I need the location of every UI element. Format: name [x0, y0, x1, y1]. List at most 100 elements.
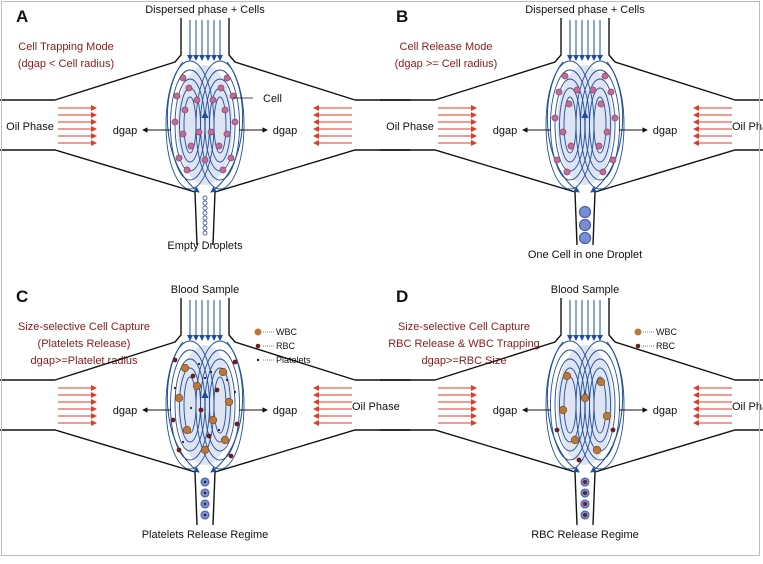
- streamline-outer-left: [546, 61, 580, 193]
- cell: [551, 114, 559, 122]
- streamline-vortex: [200, 69, 240, 181]
- rbc-cell: [176, 447, 182, 453]
- rbc-cell: [170, 417, 176, 423]
- dgap-label-left: dgap: [113, 125, 137, 137]
- mode-text-line: Size-selective Cell Capture: [398, 321, 530, 333]
- cell: [589, 86, 597, 94]
- streamline-vortex: [195, 60, 245, 190]
- cell: [229, 92, 237, 100]
- streamline-vortex: [575, 60, 625, 190]
- wbc-cell: [596, 377, 606, 387]
- oil-phase-label-right: Oil Phase: [352, 401, 400, 413]
- wbc-cell: [562, 371, 572, 381]
- cell: [599, 168, 607, 176]
- cell: [555, 88, 563, 96]
- panel-letter: D: [396, 287, 408, 306]
- cell: [217, 84, 225, 92]
- bottom-label: One Cell in one Droplet: [528, 249, 642, 261]
- streamline-vortex: [589, 367, 611, 443]
- cell: [201, 156, 209, 164]
- channel-wall-lower-left: [0, 429, 198, 526]
- dgap-label-right: dgap: [653, 405, 677, 417]
- channel-wall-lower-left: [0, 149, 198, 246]
- legend-marker-platelets: [256, 358, 260, 362]
- empty-droplet: [202, 195, 208, 201]
- dgap-label-left: dgap: [493, 405, 517, 417]
- panel-letter: B: [396, 7, 408, 26]
- cell: [223, 74, 231, 82]
- streamline-vortex: [213, 96, 227, 154]
- dgap-label-left: dgap: [113, 405, 137, 417]
- cell: [553, 156, 561, 164]
- streamline-outer-right: [210, 341, 244, 473]
- wbc-cell: [592, 445, 602, 455]
- streamline-outer-left: [166, 61, 200, 193]
- cell-droplet: [578, 218, 592, 232]
- legend-label-wbc: WBC: [656, 327, 677, 337]
- mode-text-line: RBC Release & WBC Trapping: [388, 338, 540, 350]
- cell-droplet: [578, 231, 592, 245]
- cell: [207, 128, 215, 136]
- channel-wall-lower-left: [380, 149, 578, 246]
- wbc-cell: [218, 367, 228, 377]
- oil-phase-label-right: Oil Phase: [732, 121, 763, 133]
- wbc-cell: [208, 415, 218, 425]
- platelet: [225, 378, 229, 382]
- cell: [567, 142, 575, 150]
- cell: [609, 156, 617, 164]
- empty-droplet: [202, 210, 208, 216]
- rbc-cell: [190, 373, 196, 379]
- rbc-cell: [576, 457, 582, 463]
- droplet-cargo: [583, 491, 587, 495]
- legend-marker-rbc: [255, 343, 261, 349]
- mode-text-line: (Platelets Release): [38, 338, 131, 350]
- channel-wall-lower-right: [212, 429, 410, 526]
- wbc-cell: [192, 381, 202, 391]
- channel-wall-upper-right: [608, 18, 763, 101]
- streamline-vortex: [580, 349, 620, 461]
- dgap-label-left: dgap: [493, 125, 517, 137]
- cell: [563, 168, 571, 176]
- channel-wall-lower-right: [592, 429, 763, 526]
- top-label: Dispersed phase + Cells: [145, 4, 265, 16]
- cell: [565, 100, 573, 108]
- platelet: [173, 386, 177, 390]
- rbc-cell: [554, 427, 560, 433]
- oil-phase-label-left: Oil Phase: [6, 121, 54, 133]
- streamline-outer-right: [590, 341, 624, 473]
- cell: [601, 72, 609, 80]
- droplet-cargo: [583, 502, 587, 506]
- wbc-cell: [558, 405, 568, 415]
- cell: [559, 128, 567, 136]
- mode-text-line: dgap>=Platelet radius: [30, 355, 138, 367]
- channel-wall-lower-right: [212, 149, 410, 246]
- cell: [597, 100, 605, 108]
- platelet: [181, 440, 185, 444]
- streamline-outer-right: [590, 61, 624, 193]
- platelet: [217, 428, 221, 432]
- cell: [561, 72, 569, 80]
- cell: [183, 166, 191, 174]
- streamline-vortex: [200, 349, 240, 461]
- streamline-vortex: [575, 340, 625, 470]
- cell: [171, 118, 179, 126]
- platelet: [203, 376, 207, 380]
- legend-label-rbc: RBC: [656, 341, 676, 351]
- empty-droplet: [202, 225, 208, 231]
- wbc-cell: [224, 397, 234, 407]
- streamline-vortex: [580, 69, 620, 181]
- channel-wall-upper-right: [608, 298, 763, 381]
- wbc-cell: [570, 435, 580, 445]
- empty-droplet: [202, 205, 208, 211]
- channel-wall-upper-left: [380, 18, 562, 101]
- cell: [227, 154, 235, 162]
- droplet-cargo: [203, 502, 207, 506]
- rbc-cell: [234, 421, 240, 427]
- platelet: [209, 370, 213, 374]
- cell-callout-label: Cell: [263, 93, 282, 105]
- rbc-cell: [214, 387, 220, 393]
